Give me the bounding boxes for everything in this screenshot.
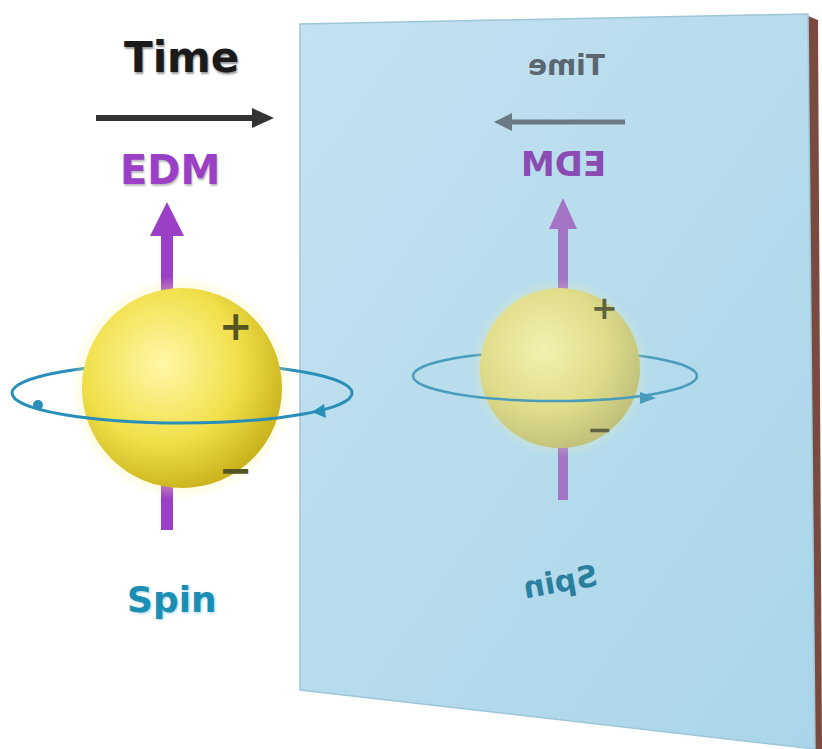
mirror-spin-ring-front	[413, 376, 697, 401]
mirror-spin-ring-arrowhead	[640, 392, 656, 404]
minus-sign: −	[219, 450, 253, 490]
mirror-panel	[300, 14, 815, 749]
mirror-edm-arrowhead	[549, 198, 577, 229]
mirror-time-arrow	[510, 120, 625, 125]
plus-sign: +	[219, 306, 253, 346]
spin-label: Spin	[127, 582, 217, 618]
time-arrowhead	[252, 108, 274, 128]
spin-ring-front	[12, 393, 352, 423]
edm-label: EDM	[120, 150, 220, 190]
time-arrow	[96, 115, 255, 121]
edm-arrowhead	[150, 202, 184, 236]
mirror-particle-sphere	[480, 288, 640, 448]
spin-ring-marker	[33, 400, 43, 410]
mirror-plus-sign: +	[591, 292, 618, 324]
sphere-glow	[70, 276, 294, 500]
spin-ring-arrowhead	[312, 404, 326, 418]
mirror-edm-label: EDM	[521, 147, 606, 181]
mirror-sphere-glow	[470, 278, 650, 458]
mirror-time-arrowhead	[494, 113, 512, 131]
time-label: Time	[124, 37, 239, 79]
mirror-minus-sign: −	[587, 415, 612, 445]
mirror-time-label: Time	[528, 52, 605, 80]
